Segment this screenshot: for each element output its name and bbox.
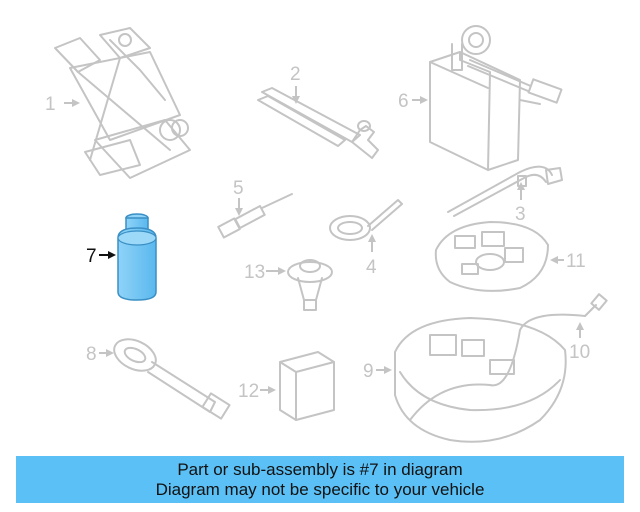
svg-text:7: 7 (86, 246, 97, 267)
callout-9: 9 (363, 361, 392, 382)
callout-1: 1 (45, 94, 80, 115)
svg-text:4: 4 (366, 257, 377, 278)
svg-text:8: 8 (86, 344, 97, 365)
svg-text:9: 9 (363, 361, 374, 382)
svg-text:10: 10 (569, 342, 590, 363)
callout-3: 3 (515, 182, 526, 225)
part-9-foam-tray[interactable] (394, 313, 586, 443)
part-7-sealant-bottle[interactable] (117, 213, 157, 301)
part-11-storage-tray[interactable] (434, 221, 549, 292)
part-3-rod[interactable] (447, 165, 563, 217)
callout-6: 6 (398, 91, 428, 112)
part-12-box[interactable] (279, 351, 335, 421)
parts-diagram: 1 2 3 4 5 6 7 8 9 10 (45, 25, 608, 443)
caption-line-2: Diagram may not be specific to your vehi… (155, 480, 485, 499)
callout-12: 12 (238, 381, 276, 402)
part-13-valve[interactable] (287, 259, 333, 311)
svg-text:2: 2 (290, 64, 301, 85)
svg-text:11: 11 (566, 251, 586, 272)
svg-text:5: 5 (233, 178, 244, 199)
part-4-hook[interactable] (329, 199, 403, 241)
caption-banner: Part or sub-assembly is #7 in diagram Di… (16, 456, 624, 503)
part-10-hose[interactable] (584, 293, 608, 317)
callout-7: 7 (86, 246, 116, 267)
callout-11: 11 (550, 251, 586, 272)
part-8-tow-hook[interactable] (109, 333, 231, 420)
part-6-compressor[interactable] (429, 25, 563, 171)
part-2-wrench[interactable] (257, 87, 379, 159)
callout-8: 8 (86, 344, 114, 365)
callout-13: 13 (244, 262, 286, 283)
callout-10: 10 (569, 322, 590, 363)
caption-line-1: Part or sub-assembly is #7 in diagram (177, 460, 463, 479)
callout-4: 4 (366, 234, 377, 278)
svg-text:3: 3 (515, 204, 526, 225)
svg-text:13: 13 (244, 262, 265, 283)
svg-text:6: 6 (398, 91, 409, 112)
callout-2: 2 (290, 64, 301, 104)
part-1-jack[interactable] (54, 27, 191, 179)
part-5-screwdriver[interactable] (217, 193, 293, 239)
svg-text:12: 12 (238, 381, 259, 402)
svg-text:1: 1 (45, 94, 56, 115)
callout-5: 5 (233, 178, 244, 216)
